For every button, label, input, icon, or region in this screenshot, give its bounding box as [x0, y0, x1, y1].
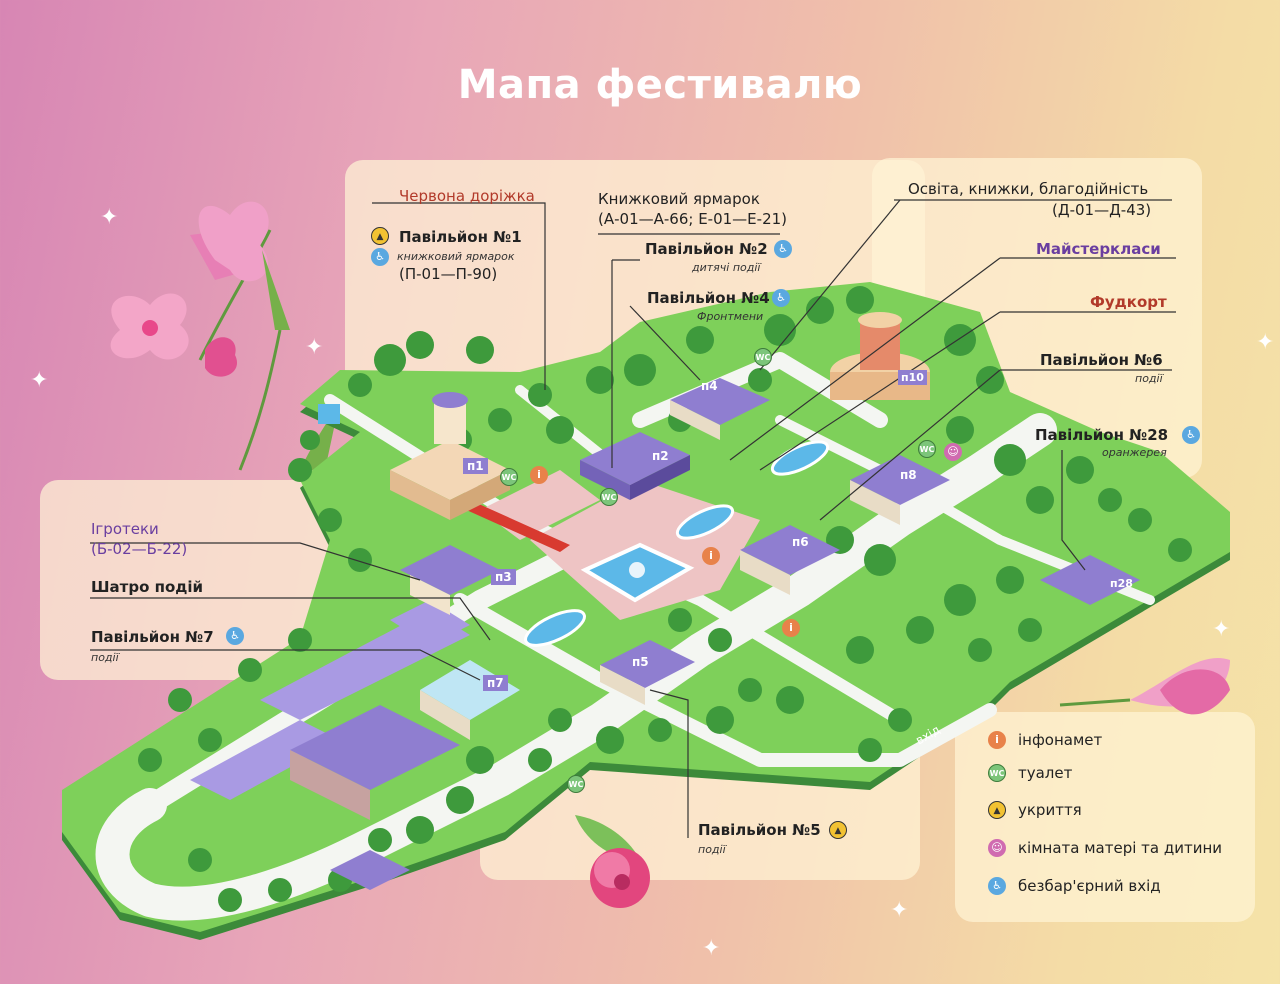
wc-icon: WC: [988, 764, 1006, 782]
masterclasses-label[interactable]: Майстеркласи: [1036, 240, 1161, 258]
pavilion-1-label[interactable]: Павільйон №1: [399, 228, 522, 246]
building-tag-p28[interactable]: п28: [1110, 577, 1133, 590]
flower-decoration-left: [110, 201, 340, 471]
shelter-icon: ▲: [371, 227, 389, 245]
pavilion-7-label[interactable]: Павільйон №7: [91, 628, 214, 646]
sparkle-icon: ✦: [100, 205, 119, 230]
legend-item-shelter: ▲ укриття: [988, 801, 1082, 819]
foodcourt-label[interactable]: Фудкорт: [1090, 293, 1167, 311]
accessible-icon: ♿: [988, 877, 1006, 895]
sparkle-icon: ✦: [890, 898, 909, 923]
wc-icon[interactable]: WC: [567, 775, 585, 793]
pavilion-28-subtitle: оранжерея: [1102, 446, 1167, 459]
pavilion-28-label[interactable]: Павільйон №28: [1035, 426, 1169, 444]
mother-child-icon[interactable]: ☺: [944, 443, 962, 461]
book-fair-label: Книжковий ярмарок: [598, 190, 760, 208]
book-fair-range: (А-01—А-66; Е-01—Е-21): [598, 210, 788, 228]
education-range: (Д-01—Д-43): [1052, 201, 1152, 219]
pavilion-1-range: (П-01—П-90): [399, 265, 498, 283]
sparkle-icon: ✦: [1256, 330, 1275, 355]
pavilion-6-label[interactable]: Павільйон №6: [1040, 351, 1163, 369]
wc-icon[interactable]: WC: [600, 488, 618, 506]
pavilion-1-subtitle: книжковий ярмарок: [397, 250, 515, 263]
building-tag-p3[interactable]: п3: [491, 569, 516, 585]
red-carpet-label: Червона доріжка: [399, 187, 535, 205]
fountains: [318, 404, 830, 647]
page-title: Мапа фестивалю: [457, 62, 863, 108]
sparkle-icon: ✦: [30, 368, 49, 393]
trees: [138, 286, 1192, 912]
building-tag-p5[interactable]: п5: [632, 655, 649, 669]
accessible-icon: ♿: [226, 627, 244, 645]
legend-item-label: туалет: [1018, 764, 1073, 782]
pavilion-4-label[interactable]: Павільйон №4: [647, 289, 770, 307]
sparkle-icon: ✦: [305, 335, 324, 360]
red-carpet: [462, 500, 570, 552]
mother-child-icon: ☺: [988, 839, 1006, 857]
legend-item-label: укриття: [1018, 801, 1082, 819]
building-tag-p4[interactable]: п4: [701, 379, 718, 393]
building-tag-p8[interactable]: п8: [900, 468, 917, 482]
legend-item-label: кімната матері та дитини: [1018, 839, 1223, 857]
wc-icon[interactable]: WC: [754, 348, 772, 366]
pavilion-2-label[interactable]: Павільйон №2: [645, 240, 768, 258]
shelter-icon: ▲: [829, 821, 847, 839]
pavilion-5-label[interactable]: Павільйон №5: [698, 821, 821, 839]
legend-item-accessible: ♿ безбар'єрний вхід: [988, 877, 1161, 895]
pavilion-6-subtitle: події: [1135, 372, 1163, 385]
legend-item-mother-child: ☺ кімната матері та дитини: [988, 839, 1222, 857]
wc-icon[interactable]: WC: [918, 440, 936, 458]
building-tag-p6[interactable]: п6: [792, 535, 809, 549]
info-icon[interactable]: i: [530, 466, 548, 484]
games-label[interactable]: Ігротеки: [91, 520, 159, 538]
building-tag-p1[interactable]: п1: [463, 458, 488, 474]
sparkle-icon: ✦: [1212, 617, 1231, 642]
building-tag-p2[interactable]: п2: [652, 449, 669, 463]
legend-item-info: i інфонамет: [988, 731, 1102, 749]
legend-item-label: інфонамет: [1018, 731, 1103, 749]
building-tag-p10[interactable]: п10: [898, 370, 927, 385]
leader-lines: [90, 199, 1176, 838]
accessible-icon: ♿: [371, 248, 389, 266]
pavilion-7-subtitle: події: [91, 651, 119, 664]
shelter-icon: ▲: [988, 801, 1006, 819]
accessible-icon: ♿: [772, 289, 790, 307]
info-icon[interactable]: i: [782, 619, 800, 637]
flower-decoration-bottom: [575, 815, 650, 908]
info-icon[interactable]: i: [702, 547, 720, 565]
legend-item-wc: WC туалет: [988, 764, 1072, 782]
accessible-icon: ♿: [774, 240, 792, 258]
tent-label[interactable]: Шатро подій: [91, 578, 204, 596]
info-icon: i: [988, 731, 1006, 749]
buildings: [290, 312, 1140, 890]
legend-item-label: безбар'єрний вхід: [1018, 877, 1161, 895]
games-range: (Б-02—Б-22): [91, 540, 188, 558]
pavilion-2-subtitle: дитячі події: [692, 261, 761, 274]
education-label: Освіта, книжки, благодійність: [908, 180, 1149, 198]
building-tag-p7[interactable]: п7: [483, 675, 508, 691]
wc-icon[interactable]: WC: [500, 468, 518, 486]
pavilion-4-subtitle: Фронтмени: [697, 310, 764, 323]
accessible-icon: ♿: [1182, 426, 1200, 444]
flower-decoration-right: [1059, 658, 1230, 715]
pavilion-5-subtitle: події: [698, 843, 726, 856]
sparkle-icon: ✦: [702, 936, 721, 961]
